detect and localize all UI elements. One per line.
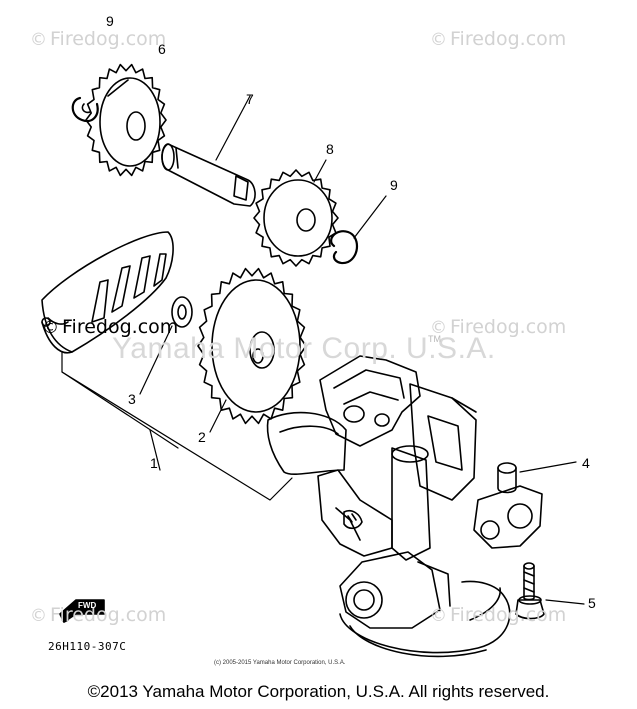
small-copyright: (c) 2005-2015 Yamaha Motor Corporation, … (214, 660, 346, 666)
callout-5: 5 (588, 595, 596, 611)
callout-9-right: 9 (390, 177, 398, 193)
strainer-cover (41, 231, 174, 354)
watermark-mid-right: ©Firedog.com (430, 316, 567, 338)
watermark-brand-overlay: Yamaha Motor Corp. U.S.A. (112, 332, 496, 365)
part-number: 26H110-307C (48, 640, 127, 653)
watermark-top-right: ©Firedog.com (430, 28, 567, 50)
fwd-arrow-icon (59, 599, 105, 623)
circlip-9-right (330, 195, 387, 265)
callout-8: 8 (326, 141, 334, 157)
fwd-label: FWD (78, 601, 97, 610)
shaft-7 (161, 95, 256, 207)
pump-body (266, 355, 543, 658)
footer-copyright: ©2013 Yamaha Motor Corporation, U.S.A. A… (87, 682, 550, 701)
callout-1: 1 (150, 455, 158, 471)
watermark-top-left: ©Firedog.com (30, 28, 167, 50)
callout-6: 6 (158, 41, 166, 57)
dowel-pin-4 (497, 461, 577, 494)
callout-2: 2 (198, 429, 206, 445)
gear-8 (253, 159, 339, 267)
trademark-mark: TM (428, 334, 441, 344)
washer-3 (139, 296, 193, 395)
watermark-mid-left: ©Firedog.com (42, 316, 179, 338)
watermark-bottom-left: ©Firedog.com (30, 604, 167, 626)
circlip-9-top (71, 96, 99, 123)
callout-4: 4 (582, 455, 590, 471)
assembly-bracket-lines (61, 351, 293, 501)
callout-3: 3 (128, 391, 136, 407)
callout-7: 7 (246, 91, 254, 107)
callout-9-top: 9 (106, 13, 114, 29)
bolt-5 (515, 562, 585, 620)
watermark-bottom-right: ©Firedog.com (430, 604, 567, 626)
gear-2 (197, 267, 307, 433)
gear-6 (85, 63, 167, 177)
